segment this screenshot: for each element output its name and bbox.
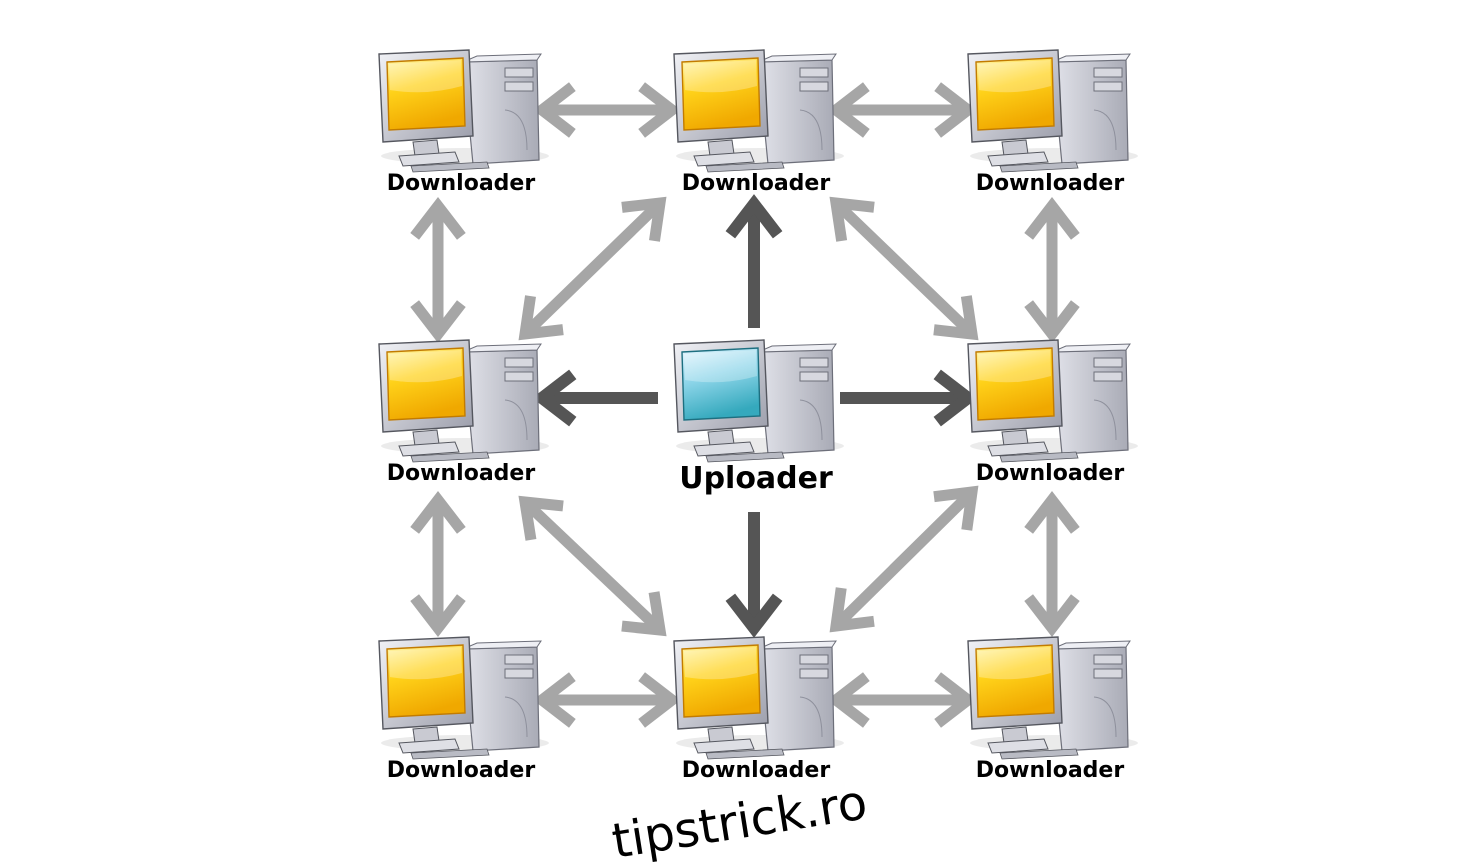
- peer-arrow-top-left-to-top-center: [532, 82, 682, 138]
- node-label-middle-right: Downloader: [976, 461, 1125, 486]
- peer-arrow-top-center-to-middle-left: [518, 196, 667, 341]
- node-label-top-left: Downloader: [387, 171, 536, 196]
- computer-icon-bottom-center: [673, 636, 844, 760]
- computer-icon-bottom-left: [378, 636, 549, 760]
- peer-arrow-middle-right-to-bottom-right: [1024, 490, 1080, 638]
- upload-arrow-center-to-top-center: [725, 194, 783, 328]
- computer-icon-top-right: [967, 49, 1138, 173]
- peer-arrow-middle-left-to-bottom-left: [410, 490, 466, 638]
- computer-icon-bottom-right: [967, 636, 1138, 760]
- peer-arrow-bottom-center-to-bottom-right: [826, 672, 978, 728]
- computer-icon-top-center: [673, 49, 844, 173]
- peer-arrow-bottom-left-to-bottom-center: [532, 672, 682, 728]
- upload-arrow-center-to-middle-left: [532, 369, 658, 427]
- node-label-bottom-right: Downloader: [976, 758, 1125, 783]
- peer-arrow-top-left-to-middle-left: [410, 196, 466, 344]
- peer-arrow-top-center-to-middle-right: [829, 196, 979, 341]
- upload-arrow-center-to-middle-right: [840, 369, 978, 427]
- peer-arrow-middle-left-to-bottom-center: [518, 495, 667, 637]
- node-label-bottom-left: Downloader: [387, 758, 536, 783]
- computer-icon-middle-right: [967, 339, 1138, 463]
- peer-arrow-top-center-to-top-right: [826, 82, 978, 138]
- watermark-text: tipstrick.ro: [608, 774, 871, 864]
- computer-icon-top-left: [378, 49, 549, 173]
- computer-icon-center: [673, 339, 844, 463]
- peer-arrow-top-right-to-middle-right: [1024, 196, 1080, 344]
- arrows-layer: [410, 82, 1080, 728]
- node-label-bottom-center: Downloader: [682, 758, 831, 783]
- node-label-center: Uploader: [679, 461, 833, 496]
- peer-arrow-middle-right-to-bottom-center: [829, 485, 979, 633]
- node-label-middle-left: Downloader: [387, 461, 536, 486]
- node-label-top-center: Downloader: [682, 171, 831, 196]
- upload-arrow-center-to-bottom-center: [725, 512, 783, 638]
- computer-icon-middle-left: [378, 339, 549, 463]
- node-label-top-right: Downloader: [976, 171, 1125, 196]
